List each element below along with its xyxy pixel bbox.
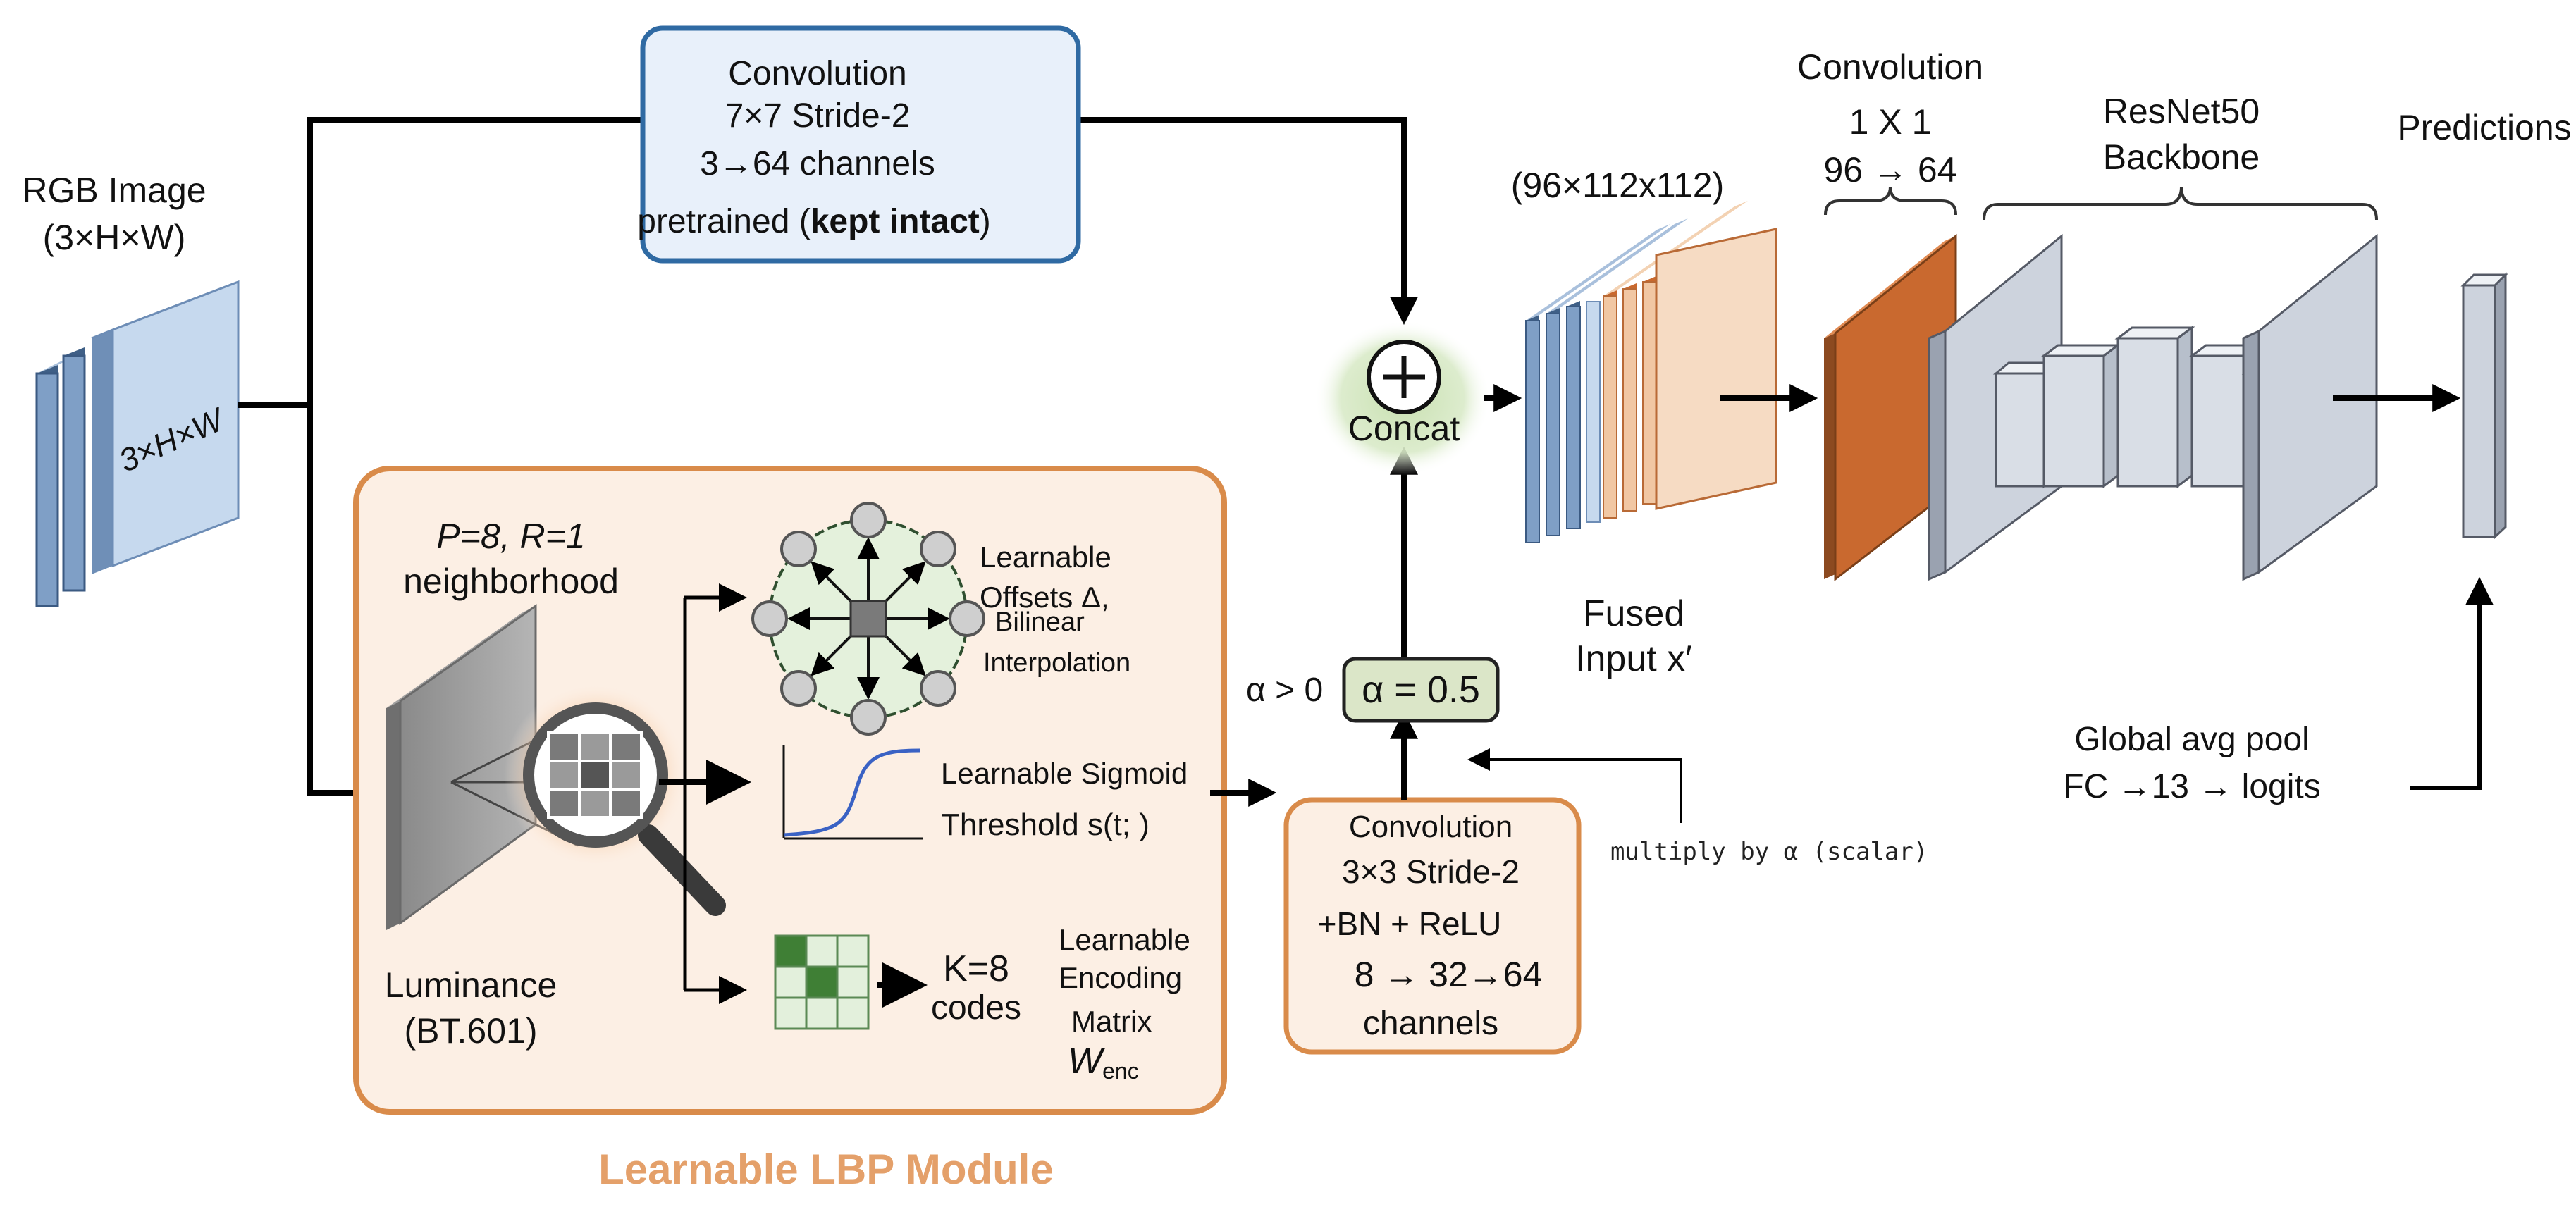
conv3x3-title: Convolution [1349, 810, 1512, 844]
fused-input-stack: (96×112x112) Fused Input x′ [1511, 166, 1777, 679]
conv3x3-channels-label: channels [1363, 1005, 1498, 1042]
fused-symbol: Input x′ [1575, 638, 1692, 679]
sigmoid-title: Learnable Sigmoid [941, 757, 1188, 790]
magnifier-icon [504, 683, 726, 916]
predictions-label: Predictions [2397, 108, 2571, 147]
offsets-interpolation: Interpolation [983, 648, 1130, 678]
conv7x7-title: Convolution [728, 55, 907, 92]
conv7x7-box: Convolution 7×7 Stride-2 3→64 channels p… [637, 25, 1081, 264]
offsets-title: Learnable [980, 540, 1111, 574]
input-connectors [238, 117, 1418, 807]
conv3x3-channels: 8 → 32→64 [1355, 955, 1543, 994]
rgb-image-title: RGB Image [22, 171, 206, 210]
offsets-delta: Offsets Δ, [980, 581, 1109, 614]
fused-blue-layers [1525, 218, 1688, 543]
sampling-neighborhood-icon [751, 502, 985, 736]
backbone-title: ResNet50 [2103, 92, 2260, 131]
conv3x3-bn-relu: +BN + ReLU [1318, 905, 1502, 942]
conv1x1-layer [1824, 233, 1957, 582]
conv1x1: Convolution 1 X 1 96 → 64 [1797, 47, 1983, 582]
neighborhood-params: P=8, R=1 [436, 516, 585, 556]
alpha-gate: α > 0 α = 0.5 [1246, 657, 1500, 723]
rgb-image-input: RGB Image (3×H×W) 3×H×W [22, 171, 240, 607]
backbone-label: Backbone [2103, 137, 2260, 177]
luminance-standard: (BT.601) [405, 1011, 538, 1051]
pooling-connector [2410, 576, 2494, 790]
conv1x1-channels: 96 → 64 [1823, 150, 1956, 190]
conv7x7-channels: 3→64 channels [700, 145, 935, 182]
encoding-matrix-label: Matrix [1071, 1005, 1152, 1038]
sigmoid-threshold: Threshold s(t; ) [941, 807, 1150, 842]
alpha-constraint: α > 0 [1246, 671, 1323, 709]
lbp-module-title: Learnable LBP Module [598, 1146, 1054, 1193]
predictions-output: Predictions [2397, 108, 2572, 540]
multiply-feedback: multiply by α (scalar) [1467, 748, 1928, 866]
fused-dims: (96×112x112) [1511, 166, 1725, 205]
rgb-image-stack: 3×H×W [35, 280, 240, 607]
conv1x1-title: Convolution [1797, 47, 1983, 87]
conv1x1-kernel: 1 X 1 [1849, 102, 1932, 142]
luminance-title: Luminance [385, 965, 557, 1005]
resnet50-backbone: ResNet50 Backbone [1928, 92, 2378, 581]
conv7x7-pretrained: pretrained (kept intact) [637, 203, 991, 240]
alpha-value: α = 0.5 [1362, 669, 1480, 711]
concat-label: Concat [1348, 409, 1460, 448]
fused-orange-layers [1603, 201, 1777, 519]
sigmoid-curve-icon [782, 745, 923, 840]
fc-logits-label: FC →13 → logits [2063, 768, 2320, 805]
concat-node: Concat [1314, 321, 1491, 476]
encoding-label: Encoding [1059, 961, 1182, 994]
lbp-module: Learnable LBP Module P=8, R=1 neighborho… [353, 466, 1227, 1193]
pooling-label: Global avg pool [2074, 721, 2310, 758]
conv7x7-kernel: 7×7 Stride-2 [725, 97, 911, 135]
offsets-bilinear: Bilinear [995, 607, 1085, 637]
rgb-image-dims: (3×H×W) [43, 218, 186, 257]
lbp-branch-connectors [659, 583, 751, 1004]
codes-count: K=8 [943, 948, 1009, 989]
conv3x3-kernel: 3×3 Stride-2 [1342, 853, 1520, 890]
conv3x3-box: Convolution 3×3 Stride-2 +BN + ReLU 8 → … [1283, 797, 1582, 1055]
encoding-grid-icon [774, 934, 870, 1030]
multiply-note: multiply by α (scalar) [1610, 838, 1928, 866]
encoding-matrix-symbol: Wenc [1068, 1041, 1139, 1084]
encoding-title: Learnable [1059, 923, 1190, 956]
neighborhood-label: neighborhood [403, 562, 619, 601]
codes-label: codes [931, 989, 1021, 1027]
fused-label: Fused [1583, 593, 1685, 634]
